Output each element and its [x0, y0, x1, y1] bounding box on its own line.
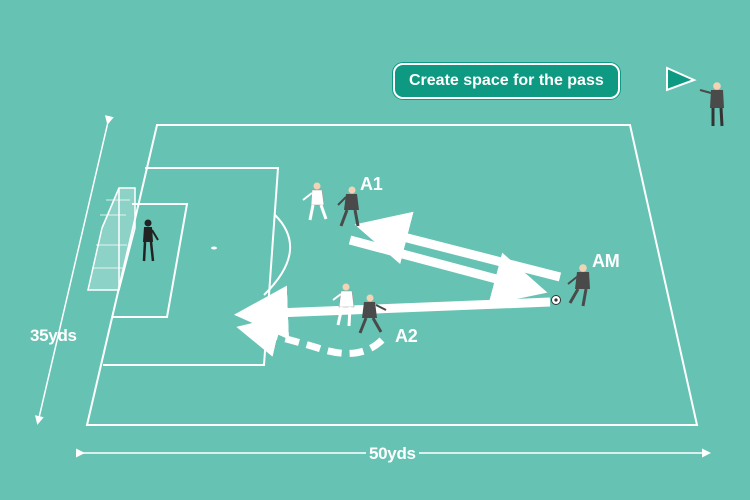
six-yard-box: [113, 203, 189, 318]
pass-arrow-am-to-box: [234, 285, 551, 340]
run-arrow-a1-to-am: [348, 235, 548, 305]
defender-2-icon: [332, 283, 355, 327]
label-am: AM: [592, 251, 620, 271]
label-a1: A1: [360, 174, 383, 194]
ball-icon: [551, 295, 561, 305]
penalty-arc: [263, 214, 292, 296]
label-width: 35yds: [30, 326, 77, 345]
penalty-spot: [211, 246, 217, 250]
penalty-area: [103, 167, 280, 366]
goalkeeper-icon: [142, 219, 159, 262]
label-a2: A2: [395, 326, 418, 346]
goal: [87, 187, 136, 291]
coach-icon: [699, 82, 724, 127]
defender-1-icon: [302, 182, 328, 221]
attacker-a2-icon: [358, 294, 387, 334]
pitch-boundary: [85, 124, 699, 426]
callout-tail: [666, 66, 697, 92]
run-arrow-a2-curved: [236, 315, 385, 357]
attacker-am-icon: [567, 264, 590, 307]
label-length: 50yds: [366, 444, 419, 464]
width-dimension-arrow: [34, 115, 114, 425]
coach-callout: Create space for the pass: [393, 63, 620, 99]
attacker-a1-icon: [337, 186, 360, 227]
